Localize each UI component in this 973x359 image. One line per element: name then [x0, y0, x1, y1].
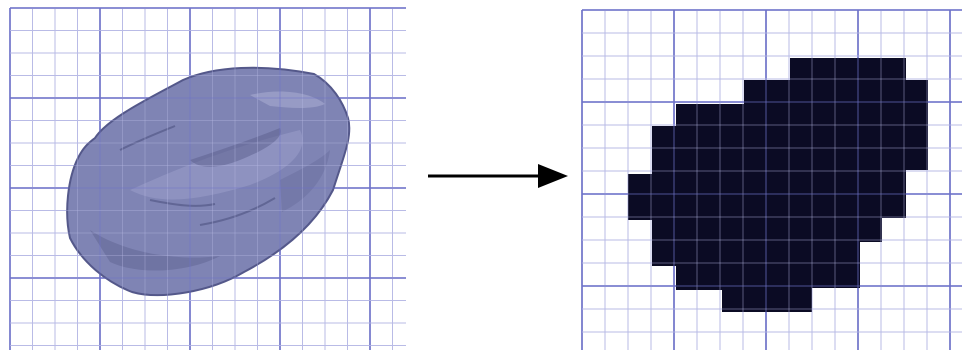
rasterization-diagram: [0, 0, 973, 359]
